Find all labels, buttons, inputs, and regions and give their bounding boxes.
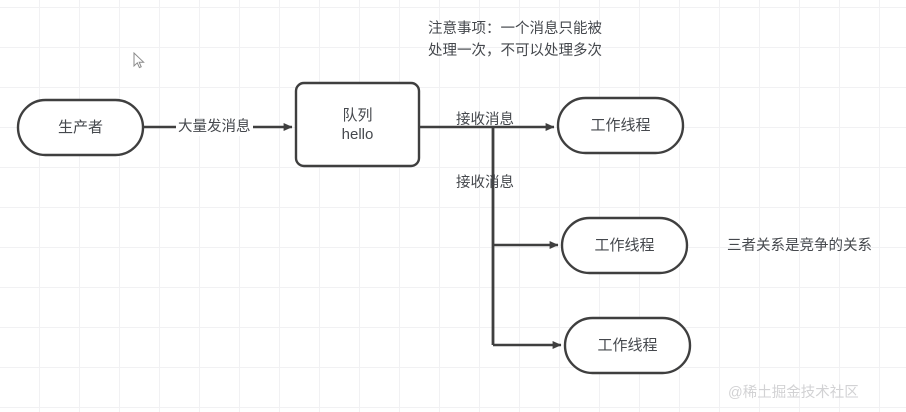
watermark-label: @稀土掘金技术社区 xyxy=(728,385,859,401)
mouse-pointer-icon xyxy=(133,52,145,69)
queue-node-shape[interactable] xyxy=(294,81,421,168)
edge-label-produce-messages: 大量发消息 xyxy=(176,118,253,136)
edge-label-receive-messages-2: 接收消息 xyxy=(456,175,514,191)
worker1-node-shape[interactable] xyxy=(556,96,685,155)
worker2-node-shape[interactable] xyxy=(560,216,689,275)
edge-label-receive-messages-1: 接收消息 xyxy=(456,112,514,128)
producer-node-shape[interactable] xyxy=(16,98,145,157)
worker3-node-shape[interactable] xyxy=(563,316,692,375)
note-processing-once: 注意事项：一个消息只能被 处理一次，不可以处理多次 xyxy=(428,21,602,59)
note-competition-relationship: 三者关系是竞争的关系 xyxy=(727,238,872,254)
